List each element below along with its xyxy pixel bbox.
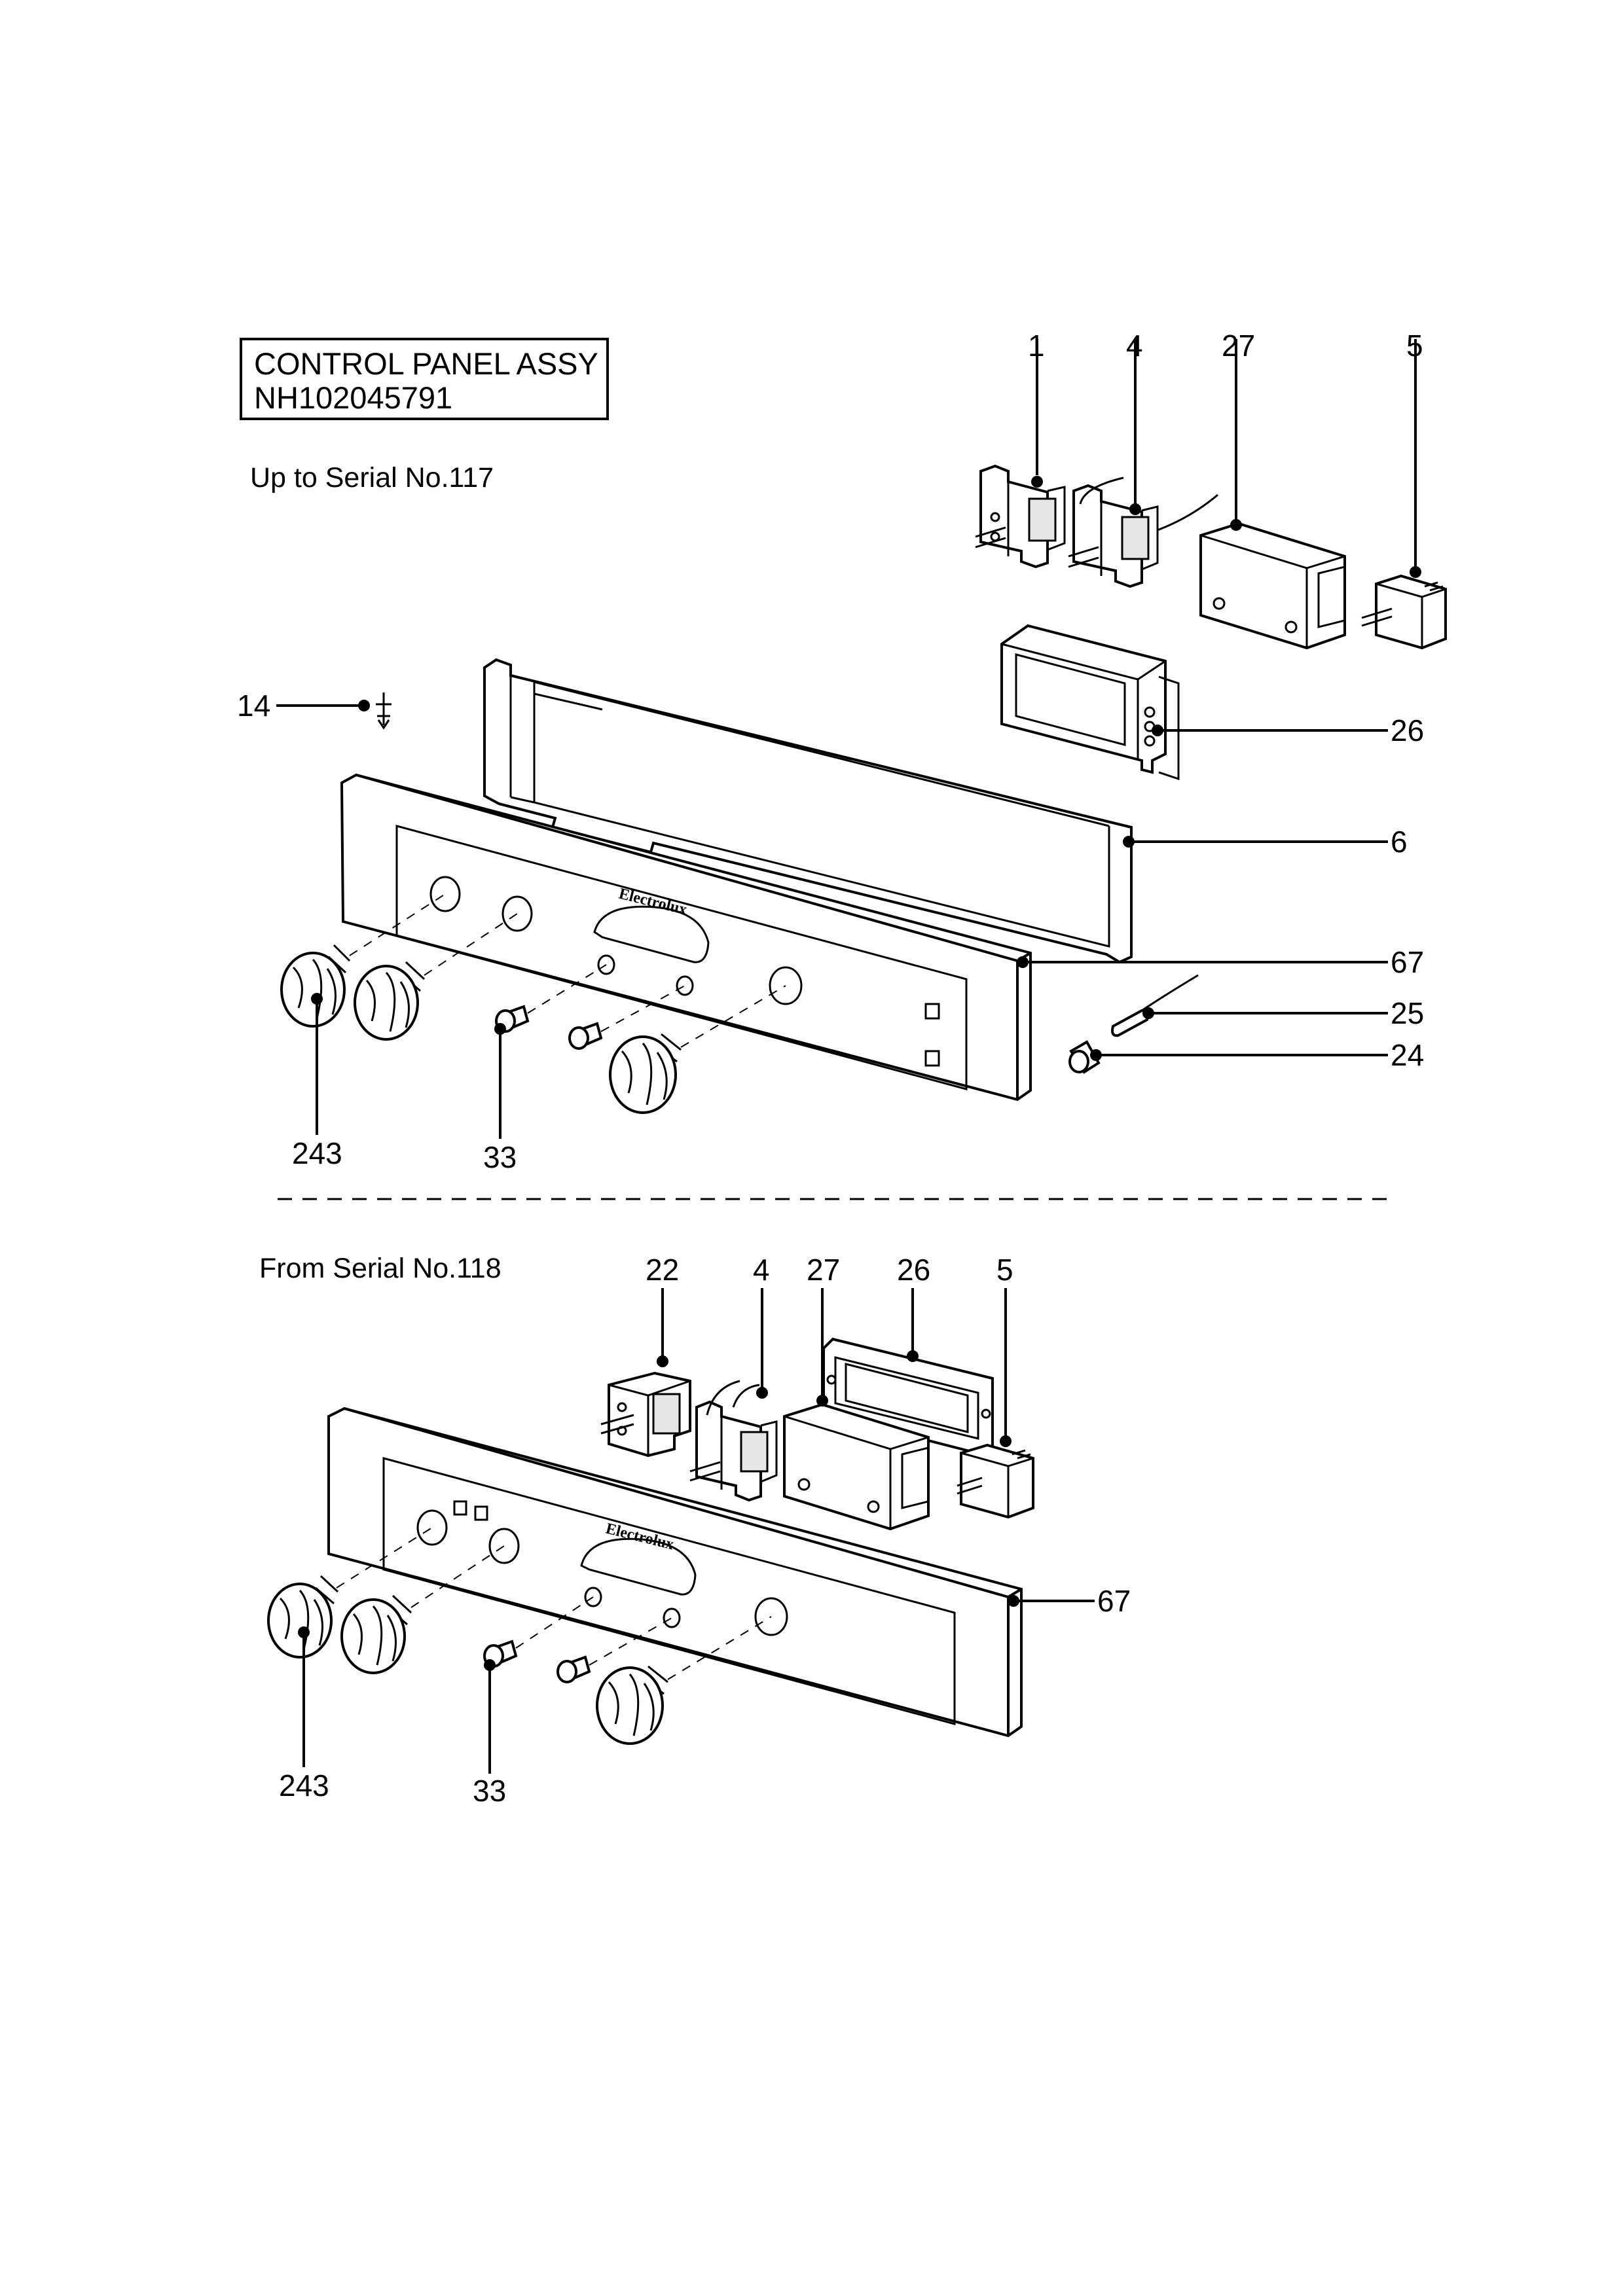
switch-part-4-upper [1068,476,1218,588]
callout-4-lower: 4 [753,1253,770,1287]
front-fascia-upper: Electrolux [340,773,1032,1102]
title-box: CONTROL PANEL ASSY NH102045791 [240,338,609,420]
lamp-lens-lower-2 [556,1655,591,1683]
lamp-lens-upper-2 [568,1022,603,1050]
callout-33-upper: 33 [483,1140,517,1174]
callout-4-upper: 4 [1126,329,1143,363]
switch-part-4-lower [689,1380,778,1502]
lamp-part-25 [1111,974,1199,1037]
callout-243-lower: 243 [279,1768,329,1803]
front-fascia-lower: Electrolux [327,1407,1023,1738]
callout-5-lower: 5 [996,1253,1013,1287]
callouts-upper: 1 4 27 5 14 26 6 67 25 24 243 33 [237,329,1424,1174]
lower-section-caption: From Serial No.118 [259,1253,501,1284]
assembly-title: CONTROL PANEL ASSY [254,346,598,381]
switch-part-22-lower [600,1371,691,1458]
callouts-lower: 22 4 27 26 5 67 243 33 [279,1253,1131,1808]
callout-5-upper: 5 [1406,329,1423,363]
knob-upper-3 [609,1033,682,1114]
callout-1-upper: 1 [1028,329,1045,363]
lamp-holder-part-24 [1068,1040,1101,1074]
callout-67-lower: 67 [1097,1584,1131,1618]
timer-box-part-27-upper [1199,522,1346,650]
rear-frame-part-6 [483,658,1133,964]
energy-regulator-part-5-lower [957,1443,1034,1519]
callout-26-lower: 26 [897,1253,930,1287]
energy-regulator-part-5-upper [1361,574,1447,650]
callout-25: 25 [1391,996,1424,1030]
knob-lower-1 [267,1575,339,1659]
box-holder-part-26-upper [1000,624,1180,781]
callout-243-upper: 243 [292,1136,342,1170]
callout-33-lower: 33 [473,1774,506,1808]
callout-26-upper: 26 [1391,713,1424,747]
knob-upper-2 [354,961,426,1041]
timer-box-part-27-lower [783,1403,930,1531]
callout-27-lower: 27 [807,1253,840,1287]
backplate-part-26-lower [822,1337,994,1456]
callout-22-lower: 22 [646,1253,679,1287]
knob-upper-1 [280,944,351,1028]
callout-6: 6 [1391,825,1408,859]
callout-27-upper: 27 [1222,329,1255,363]
assembly-part-number: NH102045791 [254,380,453,415]
upper-section-caption: Up to Serial No.117 [250,462,494,493]
callout-24: 24 [1391,1038,1424,1072]
callout-14: 14 [237,689,270,723]
knob-lower-2 [340,1594,412,1674]
switch-part-1-upper [975,464,1066,569]
callout-67-upper: 67 [1391,945,1424,979]
clip-screw-part-14 [376,692,392,730]
knob-lower-3 [596,1665,668,1745]
